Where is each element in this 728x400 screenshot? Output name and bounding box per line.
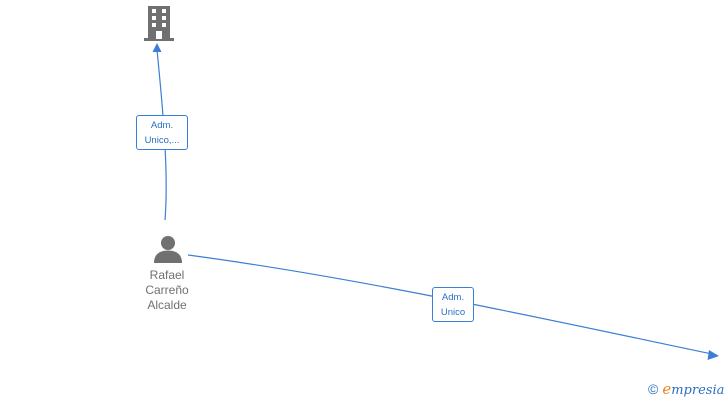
person-name-line: Rafael <box>149 268 185 282</box>
edge-label-line: Adm. <box>150 120 174 131</box>
edge-label-line: Adm. <box>441 292 465 303</box>
person-node[interactable] <box>153 234 183 269</box>
edge-label-adm-unico-top[interactable]: Adm. Unico,... <box>136 115 188 150</box>
edge-arrowhead-right <box>707 350 719 360</box>
person-name-label[interactable]: Rafael Carreño Alcalde <box>128 268 206 313</box>
copyright-icon: © <box>648 381 659 397</box>
person-icon <box>154 236 182 263</box>
person-name-line: Alcalde <box>147 298 187 312</box>
edge-label-adm-unico-right[interactable]: Adm. Unico <box>432 287 474 322</box>
company-node-top[interactable] <box>143 6 175 46</box>
empresia-watermark: © empresia <box>648 378 728 400</box>
edge-label-line: Unico,... <box>144 135 180 146</box>
brand-logo: empresia <box>662 380 725 398</box>
edge-arrowhead-up <box>152 43 162 52</box>
edge-label-line: Unico <box>440 307 466 318</box>
person-name-line: Carreño <box>145 283 189 297</box>
building-icon <box>144 6 174 41</box>
